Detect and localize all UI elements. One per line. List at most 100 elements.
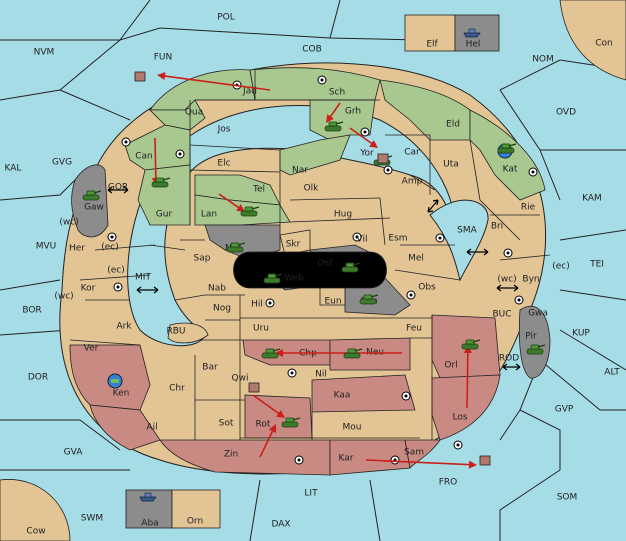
army-tank-icon[interactable] bbox=[82, 190, 102, 201]
region-eld[interactable] bbox=[379, 79, 471, 141]
land-label: Nab bbox=[208, 284, 226, 294]
army-tank-icon[interactable] bbox=[343, 348, 363, 359]
unit-marker-icon bbox=[377, 153, 389, 164]
land-label: Can bbox=[135, 152, 153, 162]
two-way-arrow-icon bbox=[427, 199, 439, 213]
army-tank-icon[interactable] bbox=[359, 294, 379, 305]
units bbox=[82, 28, 546, 502]
sea-label: GOR bbox=[108, 183, 128, 193]
land-label: Feu bbox=[406, 324, 422, 334]
army-tank-icon[interactable] bbox=[226, 242, 246, 253]
supply-center-dot-icon bbox=[352, 232, 362, 242]
sea-label: COB bbox=[302, 45, 322, 55]
army-tank-icon[interactable] bbox=[263, 273, 283, 284]
region-los[interactable] bbox=[431, 374, 501, 441]
land-label: Nog bbox=[213, 304, 231, 314]
coast-label: (ec) bbox=[552, 262, 570, 272]
supply-center-dot-icon bbox=[390, 455, 400, 465]
region-kaa[interactable] bbox=[311, 374, 416, 413]
land-label: Tel bbox=[252, 185, 265, 195]
sea-label: MVU bbox=[36, 242, 57, 252]
move-arrow-icon bbox=[252, 394, 285, 418]
land-label: Elc bbox=[217, 159, 230, 169]
land-label: Los bbox=[452, 413, 467, 423]
sea-label: RBU bbox=[166, 327, 185, 337]
supply-center-dot-icon bbox=[121, 137, 131, 147]
land-label: Sch bbox=[329, 88, 345, 98]
army-tank-icon[interactable] bbox=[240, 206, 260, 217]
land-label: Sam bbox=[404, 448, 424, 458]
coast-label: (wc) bbox=[59, 218, 78, 228]
army-tank-icon[interactable] bbox=[281, 417, 301, 428]
coast-label: (ec) bbox=[107, 266, 125, 276]
army-tank-icon[interactable] bbox=[341, 262, 361, 273]
sea-label: KAL bbox=[5, 164, 22, 174]
supply-center-dot-icon bbox=[113, 282, 123, 292]
land-label: Bar bbox=[202, 363, 218, 373]
region-orn[interactable] bbox=[171, 489, 221, 529]
land-label: Olk bbox=[304, 184, 320, 194]
two-way-arrow-icon bbox=[496, 284, 519, 292]
region-con[interactable] bbox=[559, 0, 626, 81]
sea-label: LIT bbox=[304, 489, 318, 499]
supply-center-dot-icon bbox=[383, 165, 393, 175]
army-tank-icon[interactable] bbox=[526, 344, 546, 355]
land-label: Lan bbox=[201, 210, 217, 220]
sea-label: POL bbox=[217, 13, 235, 23]
army-tank-icon[interactable] bbox=[497, 143, 517, 154]
land-label: Zin bbox=[224, 450, 238, 460]
move-arrow-icon bbox=[275, 349, 402, 357]
army-tank-icon[interactable] bbox=[324, 121, 344, 132]
supply-center-dot-icon bbox=[175, 149, 185, 159]
fleet-ship-icon[interactable] bbox=[463, 28, 481, 38]
region-sam[interactable] bbox=[404, 439, 441, 469]
supply-center-dot-icon bbox=[528, 167, 538, 177]
land-label: Rot bbox=[256, 420, 271, 430]
land-label: Bri bbox=[491, 222, 503, 232]
land-label: Rie bbox=[521, 203, 536, 213]
supply-center-dot-icon bbox=[265, 298, 275, 308]
supply-center-dot-icon bbox=[435, 233, 445, 243]
region-ail[interactable] bbox=[89, 404, 161, 451]
sea-label: NVM bbox=[34, 48, 55, 58]
sea-label: Cow bbox=[26, 527, 45, 537]
move-arrow-icon bbox=[365, 459, 477, 469]
army-tank-icon[interactable] bbox=[461, 339, 481, 350]
region-zin[interactable] bbox=[159, 439, 331, 476]
land-label: Jad bbox=[242, 87, 257, 97]
land-label: Her bbox=[69, 244, 85, 254]
land-label: Mou bbox=[343, 423, 362, 433]
land-label: Jos bbox=[217, 125, 231, 135]
region-rbu[interactable] bbox=[167, 322, 209, 344]
sea-label: SOM bbox=[557, 493, 578, 503]
region-gaw[interactable] bbox=[71, 164, 109, 238]
army-tank-icon[interactable] bbox=[261, 348, 281, 359]
land-label: Kaa bbox=[334, 391, 351, 401]
two-way-arrow-icon bbox=[107, 186, 129, 194]
land-label: Web bbox=[284, 274, 304, 284]
region-sch[interactable] bbox=[249, 67, 381, 101]
land-label: Kat bbox=[503, 165, 518, 175]
region-pir[interactable] bbox=[518, 305, 551, 379]
coast-label: (wc) bbox=[54, 292, 73, 302]
army-tank-icon[interactable] bbox=[151, 177, 171, 188]
fleet-ship-icon[interactable] bbox=[139, 492, 157, 502]
sea-label: BOR bbox=[22, 306, 41, 316]
land-label: Car bbox=[404, 148, 420, 158]
land-label: Nar bbox=[292, 166, 308, 176]
blue-token-icon bbox=[107, 373, 123, 389]
land-label: Ost bbox=[317, 259, 333, 269]
supply-center-dot-icon bbox=[360, 127, 370, 137]
region-elf[interactable] bbox=[404, 14, 456, 52]
sea-label: NOM bbox=[532, 55, 554, 65]
region-hel[interactable] bbox=[454, 14, 500, 52]
sea-label: DOR bbox=[28, 373, 48, 383]
region-neu[interactable] bbox=[329, 337, 411, 371]
coast-label: (ec) bbox=[101, 243, 119, 253]
region-gur[interactable] bbox=[137, 164, 191, 226]
move-arrow-icon bbox=[326, 102, 341, 123]
move-arrow-icon bbox=[157, 72, 271, 91]
land-label: Gwa bbox=[528, 309, 548, 319]
